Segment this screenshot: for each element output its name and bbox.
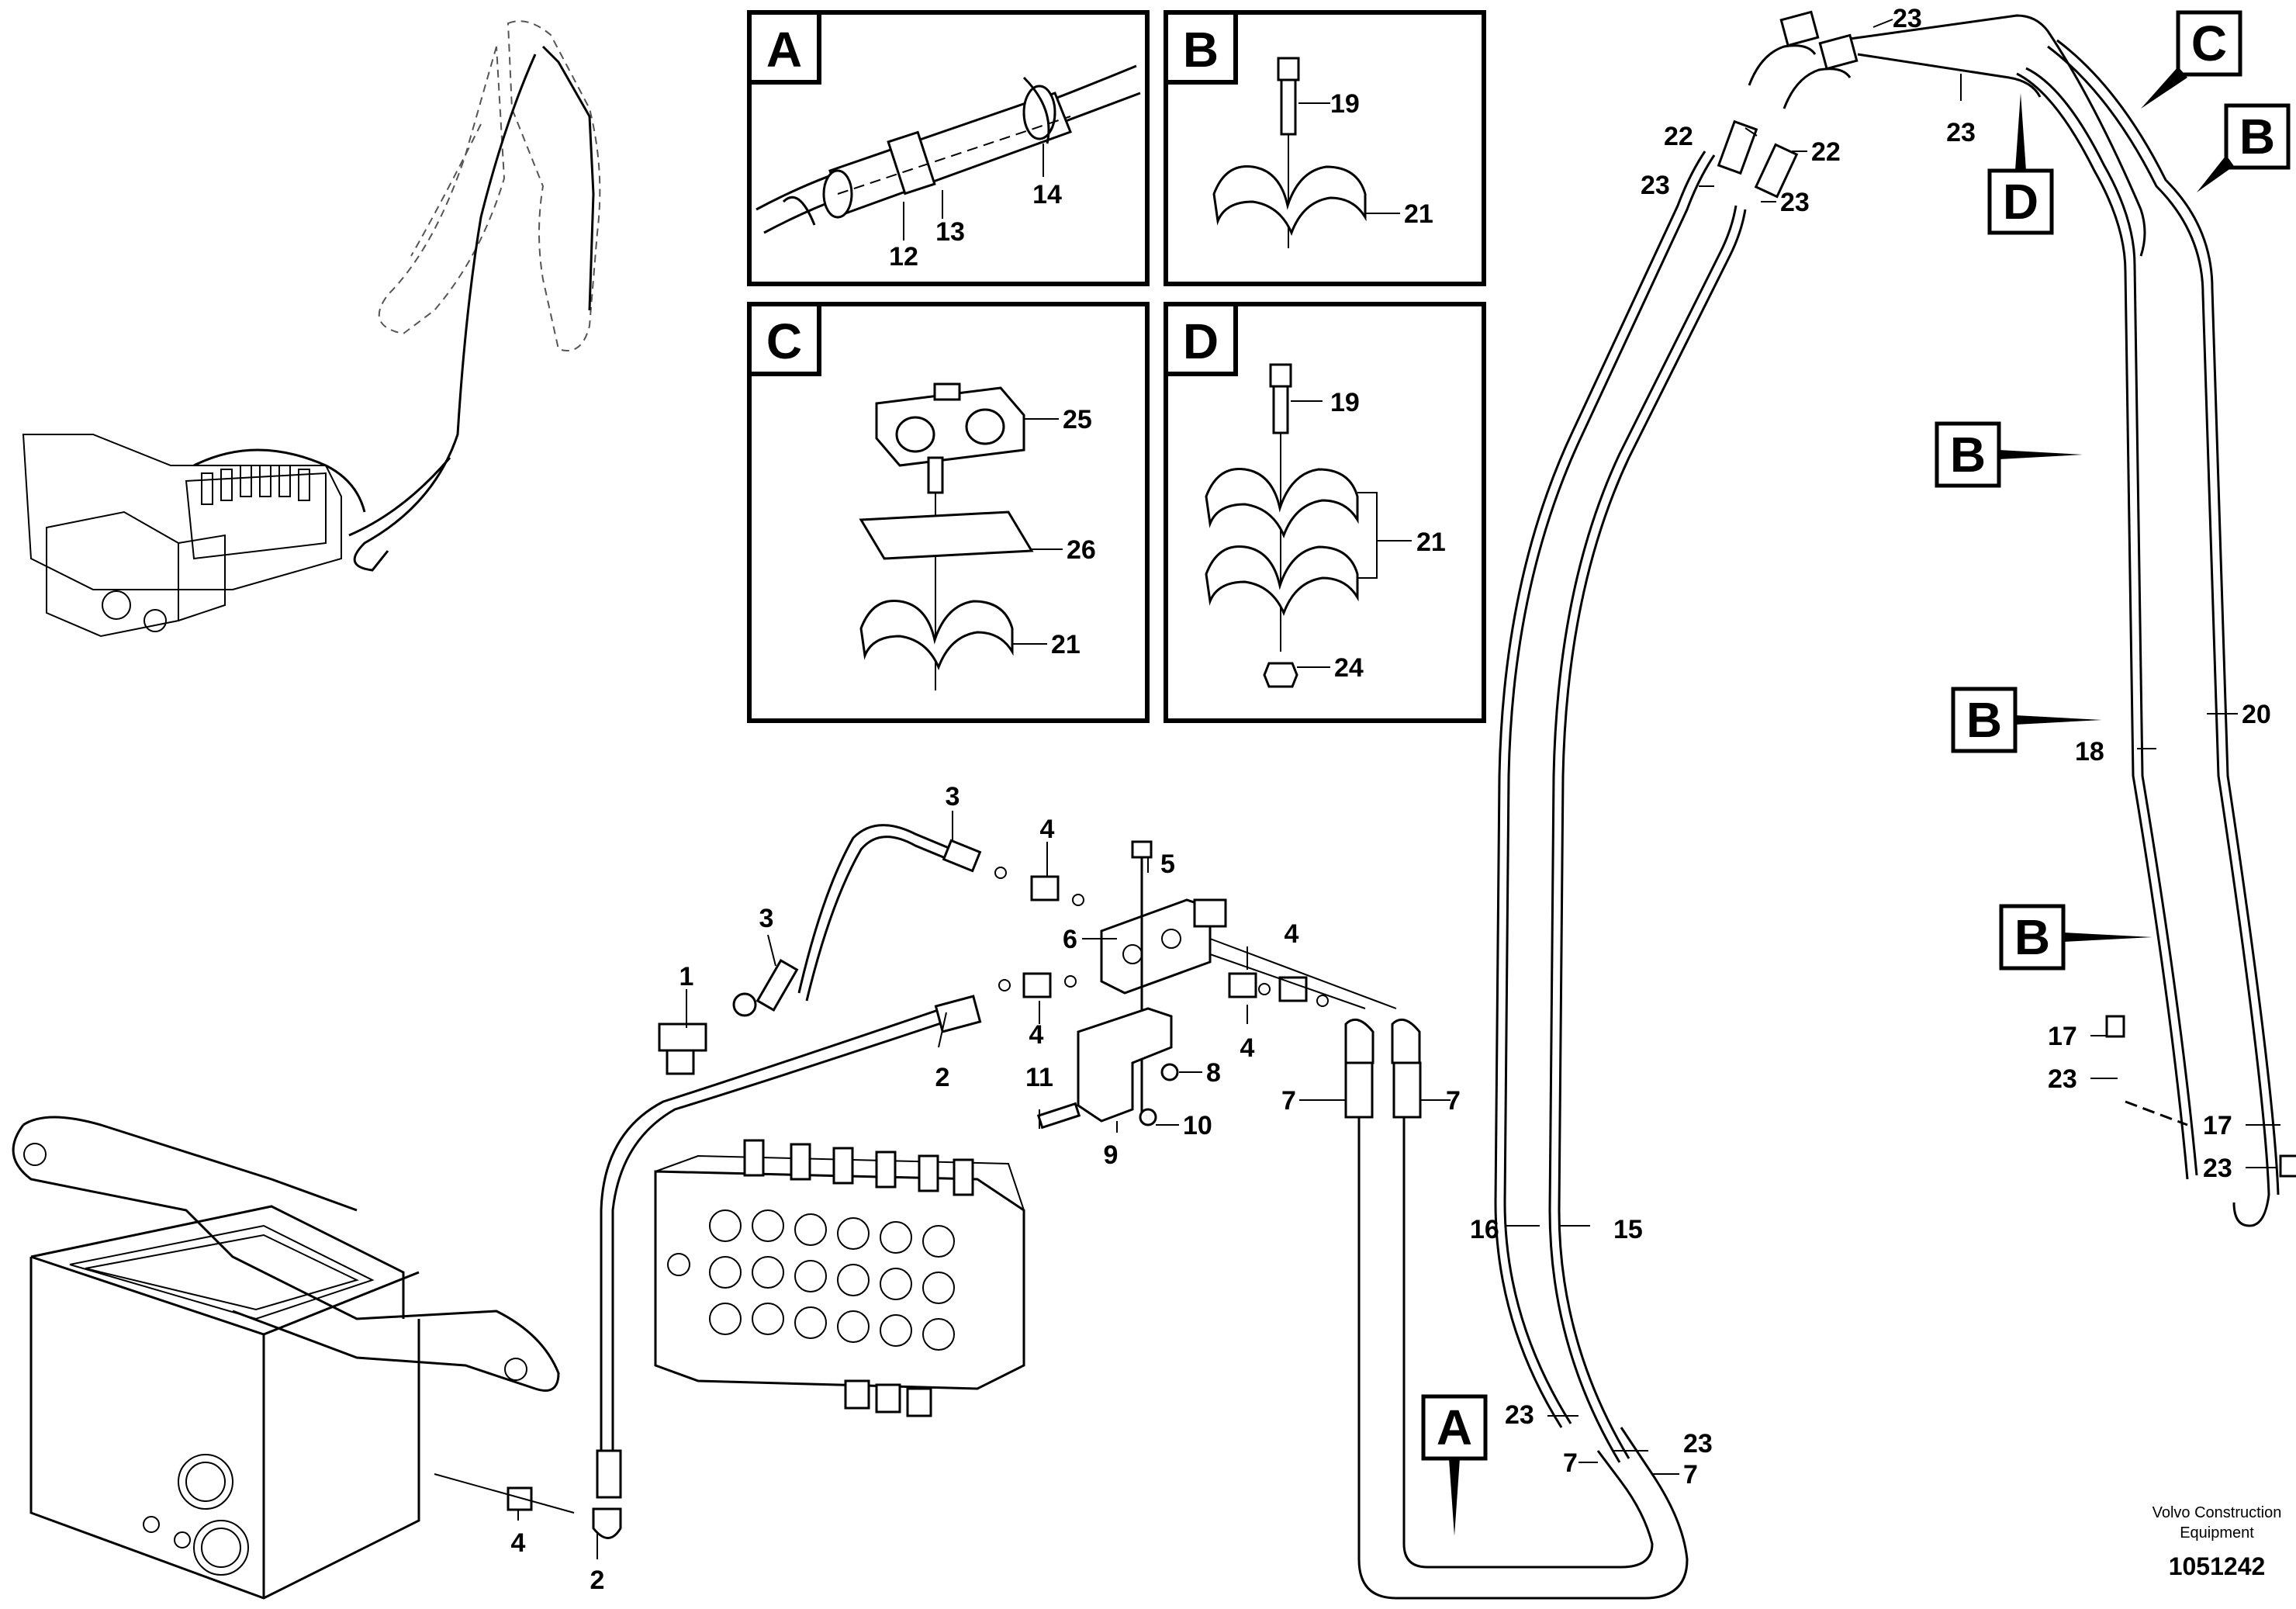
detail-box-d-letter: D <box>1183 313 1219 369</box>
label-4-right-lower: 4 <box>1240 1033 1255 1063</box>
label-20: 20 <box>2242 700 2271 729</box>
label-23-under-d: 23 <box>1946 118 1976 147</box>
label-24: 24 <box>1334 653 1364 683</box>
label-10: 10 <box>1183 1111 1212 1140</box>
callout-b-mid2: B <box>1966 692 2002 748</box>
hose-clamp-assembly <box>756 64 1141 234</box>
label-6: 6 <box>1063 925 1077 954</box>
label-23-left: 23 <box>1641 171 1670 200</box>
label-13: 13 <box>935 217 965 247</box>
label-18: 18 <box>2075 737 2104 766</box>
label-23-lower-left: 23 <box>1505 1400 1534 1430</box>
label-7-right: 7 <box>1446 1086 1461 1116</box>
boom-pipes <box>1494 10 2296 1463</box>
label-21-box-d: 21 <box>1416 528 1446 557</box>
label-23-pipe-end-right: 23 <box>2203 1154 2232 1183</box>
label-23-lower-right: 23 <box>1683 1429 1713 1458</box>
label-5: 5 <box>1160 849 1175 879</box>
label-8: 8 <box>1206 1058 1221 1088</box>
detail-box-d: D 19 21 24 <box>1164 302 1486 723</box>
label-4-right-upper: 4 <box>1285 919 1299 949</box>
bolt-19-double-clamp-21-nut-24 <box>1205 363 1359 688</box>
label-4-bottom: 4 <box>511 1528 526 1558</box>
callout-a: A <box>1437 1400 1472 1455</box>
credit-line-2: Equipment <box>2180 1524 2254 1542</box>
control-valve-bank <box>654 1139 1025 1417</box>
label-23-top: 23 <box>1893 4 1922 33</box>
detail-box-b-letter: B <box>1183 22 1219 78</box>
publisher-credit: Volvo Construction Equipment 1051242 <box>2152 1504 2282 1580</box>
callout-b-mid1: B <box>1950 427 1986 483</box>
label-7-lower-left: 7 <box>1563 1448 1578 1478</box>
label-4-mid-left: 4 <box>1029 1020 1044 1050</box>
label-17-right: 17 <box>2203 1111 2232 1140</box>
label-1: 1 <box>679 962 694 991</box>
label-7-lower-right: 7 <box>1683 1460 1698 1490</box>
callout-c: C <box>2191 16 2227 71</box>
label-23-pipe-end-left: 23 <box>2048 1064 2077 1094</box>
label-2-hose: 2 <box>935 1063 950 1092</box>
label-2-elbow: 2 <box>590 1566 605 1595</box>
label-3-lower: 3 <box>759 904 774 933</box>
label-12: 12 <box>889 242 918 272</box>
leader-lines <box>517 19 2280 1559</box>
label-21-box-b: 21 <box>1404 199 1433 229</box>
clamp-25-plate-26-clamp-21 <box>859 382 1034 690</box>
callout-b-top: B <box>2239 109 2275 164</box>
document-number: 1051242 <box>2169 1552 2266 1580</box>
label-17-left: 17 <box>2048 1022 2077 1051</box>
label-22-left: 22 <box>1664 122 1693 151</box>
label-14: 14 <box>1032 180 1062 209</box>
view-callouts: A C B D B B B <box>1421 10 2291 1536</box>
label-4-top-left: 4 <box>1040 815 1055 844</box>
bolt-19-clamp-21 <box>1212 57 1367 248</box>
detail-box-c-letter: C <box>766 313 802 369</box>
detail-box-a: A 12 13 14 <box>747 10 1150 286</box>
label-15: 15 <box>1613 1215 1643 1244</box>
label-9: 9 <box>1104 1140 1119 1170</box>
callout-b-mid3: B <box>2014 909 2050 965</box>
label-11: 11 <box>1025 1063 1053 1092</box>
label-19-box-d: 19 <box>1330 388 1360 417</box>
hose-and-fittings <box>434 824 1689 1600</box>
detail-box-a-letter: A <box>766 22 802 78</box>
label-23-right: 23 <box>1780 188 1810 217</box>
detail-box-b: B 19 21 <box>1164 10 1486 286</box>
overview-machine-drawing <box>22 20 601 638</box>
label-22-right: 22 <box>1811 137 1841 167</box>
label-19-box-b: 19 <box>1330 89 1360 119</box>
label-26: 26 <box>1067 535 1096 565</box>
label-3-upper: 3 <box>946 782 960 811</box>
machine-frame-and-tank <box>12 1116 560 1600</box>
detail-box-c: C 25 26 21 <box>747 302 1150 723</box>
label-7-left: 7 <box>1281 1086 1296 1116</box>
label-25: 25 <box>1063 405 1092 434</box>
label-16: 16 <box>1470 1215 1499 1244</box>
callout-d: D <box>2003 174 2038 230</box>
label-21-box-c: 21 <box>1051 630 1081 659</box>
credit-line-1: Volvo Construction <box>2152 1504 2282 1521</box>
part-labels: 1 2 2 3 3 4 4 4 4 4 5 6 7 7 7 7 8 9 10 1… <box>511 4 2271 1595</box>
